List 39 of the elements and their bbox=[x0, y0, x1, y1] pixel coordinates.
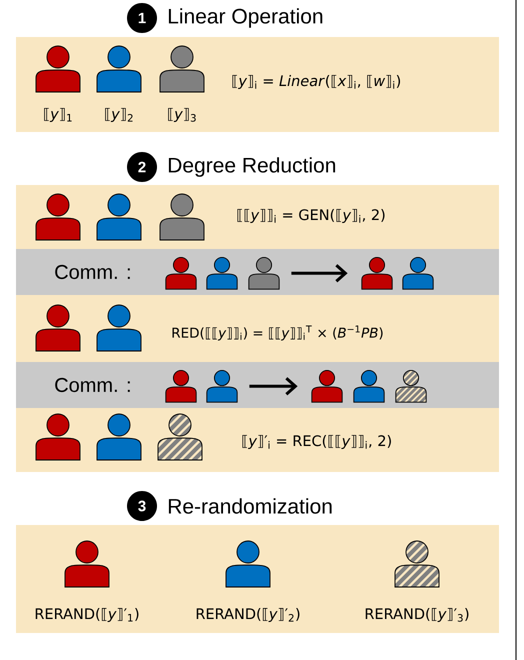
share-label: RERAND(⟦y⟧′$_{3}$) bbox=[366, 608, 468, 622]
person-icon bbox=[96, 304, 142, 352]
person-icon bbox=[206, 370, 238, 403]
share-label: ⟦y⟧$_{3}$ bbox=[168, 108, 196, 122]
person-icon bbox=[353, 370, 385, 403]
share-label: RERAND(⟦y⟧′$_{2}$) bbox=[196, 608, 300, 622]
person-icon bbox=[402, 256, 434, 290]
person-icon bbox=[395, 370, 427, 403]
person-icon bbox=[36, 304, 80, 352]
person-icon bbox=[226, 540, 270, 588]
section-heading: Re-randomization bbox=[168, 498, 332, 514]
share-label: ⟦y⟧$_{1}$ bbox=[44, 108, 72, 122]
section-heading: Linear Operation bbox=[168, 8, 322, 28]
person-icon bbox=[311, 370, 343, 403]
step-number: 3 bbox=[127, 491, 157, 521]
person-icon bbox=[160, 46, 204, 92]
person-icon bbox=[160, 194, 204, 240]
person-icon bbox=[158, 414, 202, 460]
section-heading: Degree Reduction bbox=[168, 157, 336, 177]
person-icon bbox=[361, 256, 393, 290]
step-number: 1 bbox=[127, 3, 157, 33]
person-icon bbox=[96, 46, 142, 92]
person-icon bbox=[206, 256, 238, 290]
person-icon bbox=[36, 414, 80, 460]
person-icon bbox=[248, 256, 280, 290]
person-icon bbox=[165, 370, 197, 403]
share-label: RERAND(⟦y⟧′$_{1}$) bbox=[36, 608, 138, 622]
person-icon bbox=[96, 414, 142, 460]
arrow bbox=[249, 377, 298, 396]
step-number: 2 bbox=[127, 152, 157, 182]
person-icon bbox=[96, 194, 142, 240]
step-panel: RED(⟦⟦y⟧⟧$_{i}$) = ⟦⟦y⟧⟧$_{i}$$^{T}$ × (B$^{−1}$PB) bbox=[16, 295, 499, 362]
person-icon bbox=[165, 256, 197, 290]
person-icon bbox=[36, 194, 80, 240]
person-icon bbox=[394, 540, 440, 588]
person-icon bbox=[64, 540, 110, 588]
arrow bbox=[291, 264, 348, 282]
person-icon bbox=[36, 46, 80, 92]
share-label: ⟦y⟧$_{2}$ bbox=[105, 108, 133, 122]
